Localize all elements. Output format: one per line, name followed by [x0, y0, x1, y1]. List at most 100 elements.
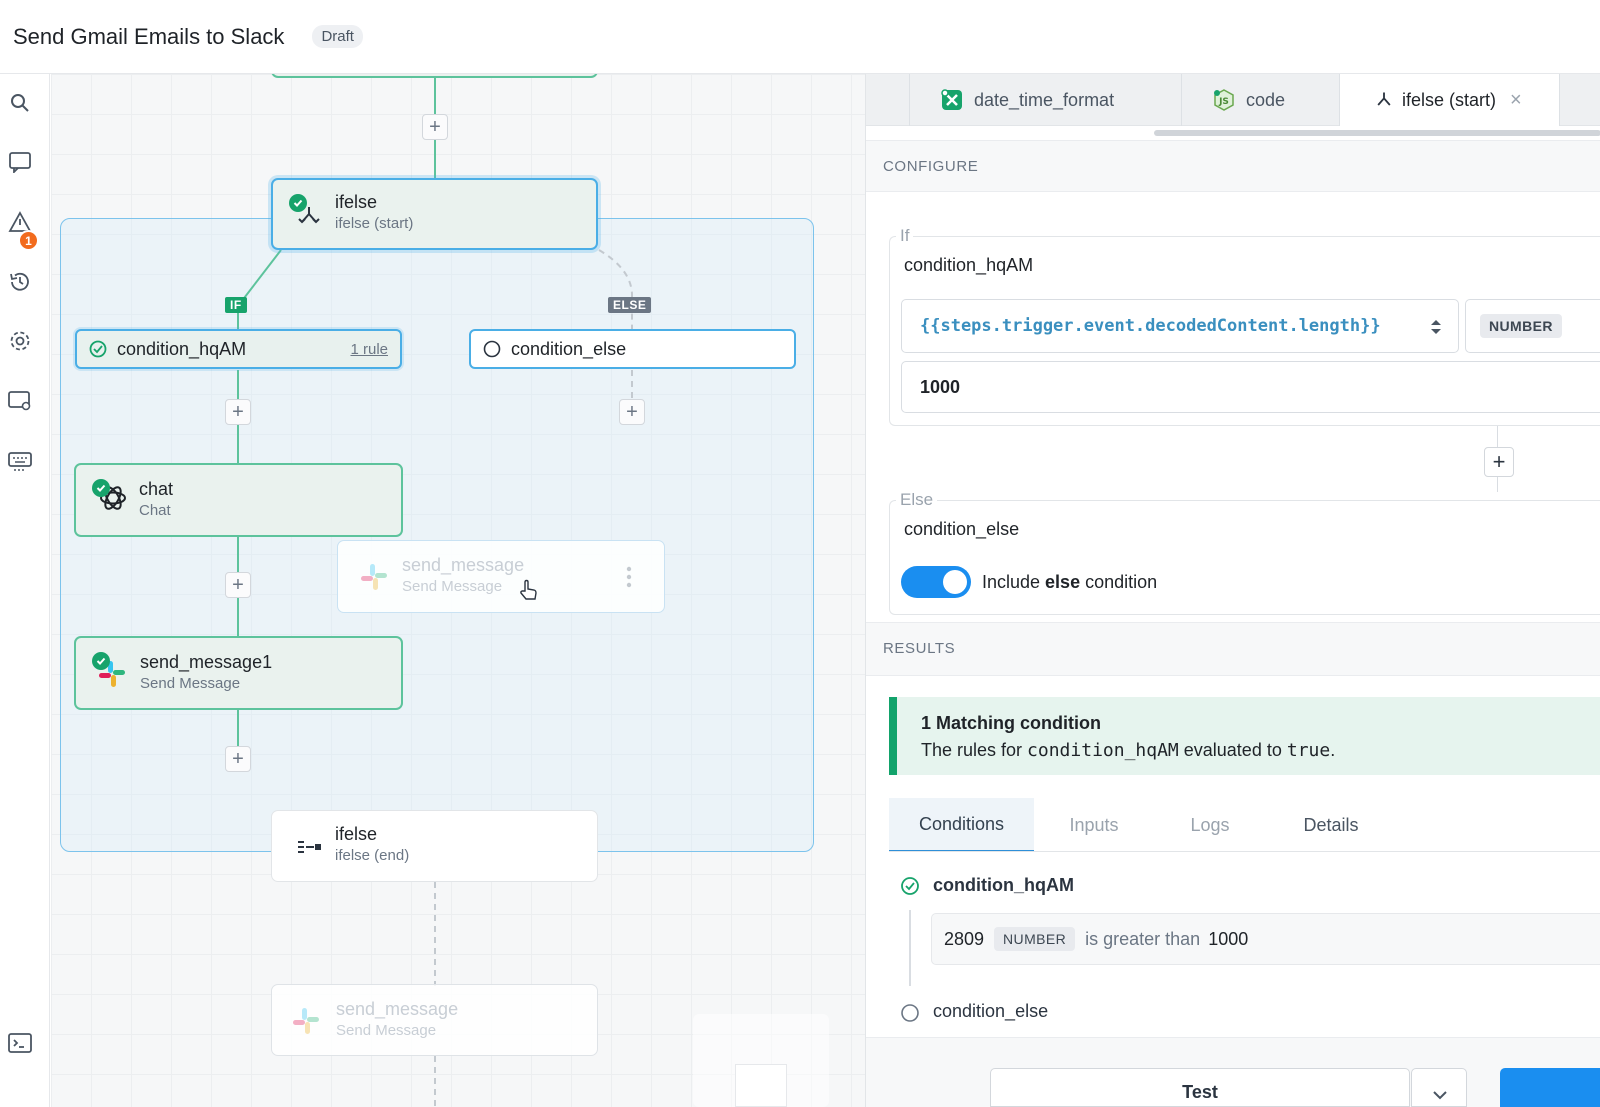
slack-icon — [99, 661, 125, 687]
condition-label: condition_else — [511, 338, 627, 359]
tab-logs[interactable]: Logs — [1190, 814, 1230, 835]
history-icon[interactable] — [6, 268, 34, 296]
condition-label: condition_hqAM — [117, 338, 247, 359]
results-label: RESULTS — [883, 640, 956, 657]
add-condition-button[interactable]: + — [1484, 447, 1514, 477]
node-title: send_message1 — [140, 652, 273, 672]
terminal-icon[interactable] — [6, 1029, 34, 1057]
tab-details[interactable]: Details — [1303, 814, 1359, 835]
merge-icon — [298, 841, 321, 853]
date-time-format-icon — [941, 89, 962, 110]
include-else-label: Include else condition — [982, 572, 1158, 592]
tab-conditions[interactable]: Conditions — [889, 798, 1034, 852]
add-step-button[interactable]: + — [619, 399, 645, 425]
node-subtitle: ifelse (end) — [335, 847, 410, 864]
test-button[interactable]: Test — [990, 1068, 1410, 1107]
branch-icon — [298, 207, 320, 224]
expression-text: {{steps.trigger.event.decodedContent.len… — [920, 316, 1381, 336]
workflow-title[interactable]: Send Gmail Emails to Slack — [13, 23, 285, 49]
warning-count-badge: 1 — [18, 230, 39, 251]
tab-label: ifelse (start) — [1402, 89, 1497, 110]
add-step-button[interactable]: + — [422, 114, 448, 140]
success-check-icon — [92, 479, 110, 497]
type-select[interactable]: NUMBER — [1465, 299, 1600, 353]
step-tabs: date_time_format JS code ifelse (start) … — [866, 74, 1600, 126]
add-step-button[interactable]: + — [225, 746, 251, 772]
comment-icon[interactable] — [6, 148, 34, 176]
more-options-icon[interactable] — [626, 565, 632, 589]
node-title: send_message — [336, 999, 459, 1019]
results-tab-divider — [889, 851, 1600, 852]
node-subtitle: ifelse (start) — [335, 215, 414, 232]
include-else-toggle[interactable] — [901, 566, 971, 598]
if-legend: If — [896, 226, 914, 246]
rule-result-row: 2809 NUMBER is greater than 1000 — [931, 913, 1600, 965]
node-subtitle: Send Message — [402, 578, 503, 595]
type-badge: NUMBER — [994, 927, 1076, 951]
test-options-dropdown[interactable] — [1411, 1068, 1467, 1107]
previous-step-node[interactable] — [271, 74, 598, 78]
condition-else-pill[interactable]: condition_else — [469, 329, 796, 369]
send-message1-node[interactable]: send_message1 Send Message — [74, 636, 403, 710]
expected-value: 1000 — [1208, 928, 1249, 949]
else-legend: Else — [896, 490, 938, 510]
success-check-icon — [89, 340, 107, 358]
if-condition-name[interactable]: condition_hqAM — [904, 255, 1034, 275]
success-check-icon — [289, 194, 307, 212]
node-subtitle: Chat — [139, 502, 171, 519]
matching-condition-banner: 1 Matching condition The rules for condi… — [889, 697, 1600, 775]
send-message-node[interactable]: send_message Send Message — [271, 984, 598, 1056]
slack-icon — [361, 564, 387, 590]
result-condition-name: condition_else — [933, 1001, 1049, 1021]
node-title: chat — [139, 479, 174, 499]
test-button-label: Test — [1182, 1082, 1218, 1102]
chevron-down-icon — [1433, 1091, 1447, 1100]
minimap[interactable] — [693, 1014, 829, 1107]
screen-settings-icon[interactable] — [6, 387, 34, 415]
left-rail: 1 — [0, 74, 50, 1107]
tab-overflow[interactable] — [866, 74, 910, 126]
tab-inputs[interactable]: Inputs — [1069, 814, 1119, 835]
ifelse-end-node[interactable]: ifelse ifelse (end) — [271, 810, 598, 882]
top-bar: Send Gmail Emails to Slack Draft — [0, 0, 1600, 74]
keyboard-icon[interactable] — [6, 447, 34, 475]
add-step-button[interactable]: + — [225, 399, 251, 425]
slack-icon — [293, 1008, 319, 1034]
type-badge: NUMBER — [1480, 314, 1562, 338]
if-condition-card: If condition_hqAM {{steps.trigger.event.… — [889, 226, 1600, 426]
results-header — [866, 622, 1600, 676]
ifelse-start-node[interactable]: ifelse ifelse (start) — [271, 178, 598, 250]
rule-count[interactable]: 1 rule — [350, 341, 388, 358]
tabs-scrollbar[interactable] — [1154, 130, 1600, 136]
configure-label: CONFIGURE — [883, 158, 979, 175]
tab-date-time-format[interactable]: date_time_format — [910, 74, 1182, 126]
tab-label: date_time_format — [974, 89, 1115, 110]
warning-icon[interactable] — [6, 208, 34, 236]
primary-action-button[interactable] — [1500, 1068, 1600, 1107]
tab-code[interactable]: JS code — [1182, 74, 1340, 126]
step-config-panel: date_time_format JS code ifelse (start) … — [865, 74, 1600, 1107]
else-condition-name[interactable]: condition_else — [904, 519, 1020, 539]
hand-cursor-icon — [520, 579, 537, 600]
else-branch-tag: ELSE — [608, 297, 652, 313]
compare-value-input[interactable]: 1000 — [901, 361, 1600, 413]
success-check-icon — [92, 652, 110, 670]
tab-ifelse-start[interactable]: ifelse (start) × — [1340, 74, 1560, 126]
workflow-canvas[interactable]: + ifelse ifelse (start) IF ELSE conditio… — [51, 74, 865, 1107]
node-subtitle: Send Message — [140, 675, 241, 692]
node-title: send_message — [402, 555, 525, 575]
close-tab-icon[interactable]: × — [1510, 88, 1522, 111]
gear-icon[interactable] — [6, 327, 34, 355]
status-badge: Draft — [312, 25, 363, 48]
search-icon[interactable] — [6, 89, 34, 117]
add-step-button[interactable]: + — [225, 572, 251, 598]
success-check-icon — [901, 877, 919, 895]
sort-select-icon — [1431, 320, 1441, 334]
dragging-send-message-node[interactable]: send_message Send Message — [337, 540, 665, 613]
condition-if-pill[interactable]: condition_hqAM 1 rule — [75, 329, 402, 369]
node-subtitle: Send Message — [336, 1022, 437, 1039]
expression-input[interactable]: {{steps.trigger.event.decodedContent.len… — [901, 299, 1459, 353]
node-title: ifelse — [335, 192, 378, 212]
chat-node[interactable]: chat Chat — [74, 463, 403, 537]
if-branch-tag: IF — [225, 297, 247, 313]
